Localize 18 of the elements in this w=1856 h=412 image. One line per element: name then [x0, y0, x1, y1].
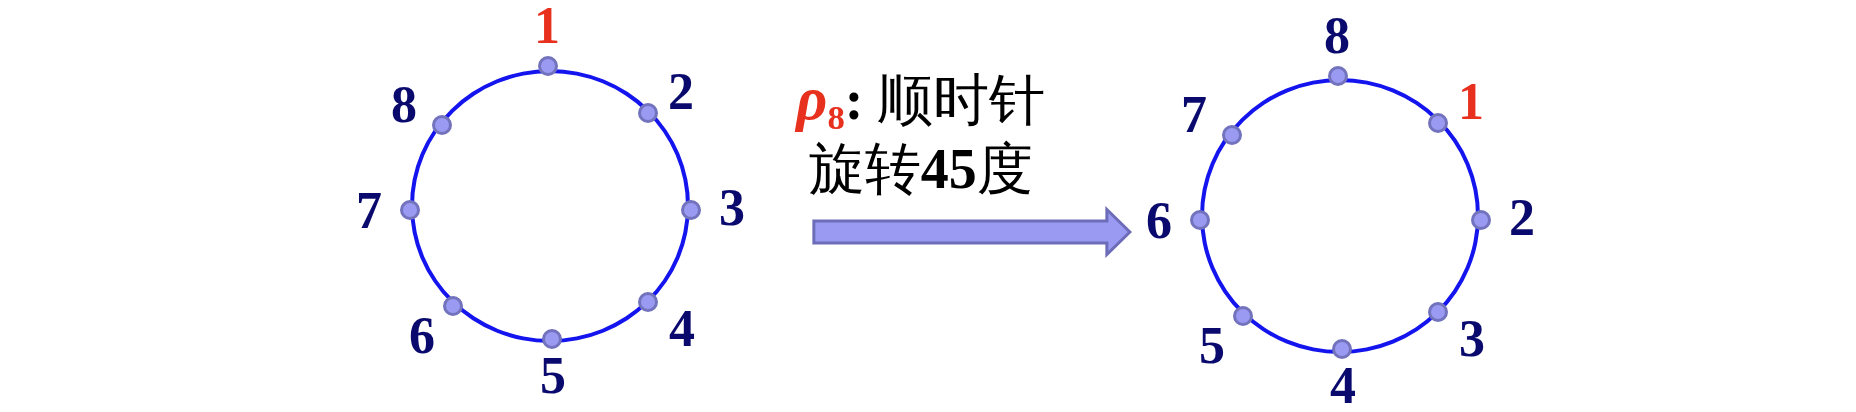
vertex-number: 5 — [540, 350, 566, 402]
vertex-number: 6 — [409, 310, 435, 362]
vertex-number: 4 — [669, 303, 695, 355]
vertex-number: 3 — [1459, 313, 1485, 365]
vertex-number: 1 — [1458, 76, 1484, 128]
vertex-number: 3 — [719, 182, 745, 234]
vertex-number: 8 — [391, 79, 417, 131]
vertex-number: 8 — [1324, 10, 1350, 62]
vertex-number: 1 — [534, 0, 560, 52]
vertex-number: 2 — [1509, 192, 1535, 244]
vertex-number: 2 — [668, 66, 694, 118]
edge-label: ρ$_{8}$: 顺时针旋转45度 — [793, 64, 1047, 202]
vertex-number: 7 — [1181, 89, 1207, 141]
vertex-number: 6 — [1146, 195, 1172, 247]
vertex-number: 4 — [1330, 360, 1356, 412]
vertex-number: 5 — [1199, 320, 1225, 372]
block-arrow — [812, 205, 1132, 259]
vertex-number: 7 — [356, 185, 382, 237]
